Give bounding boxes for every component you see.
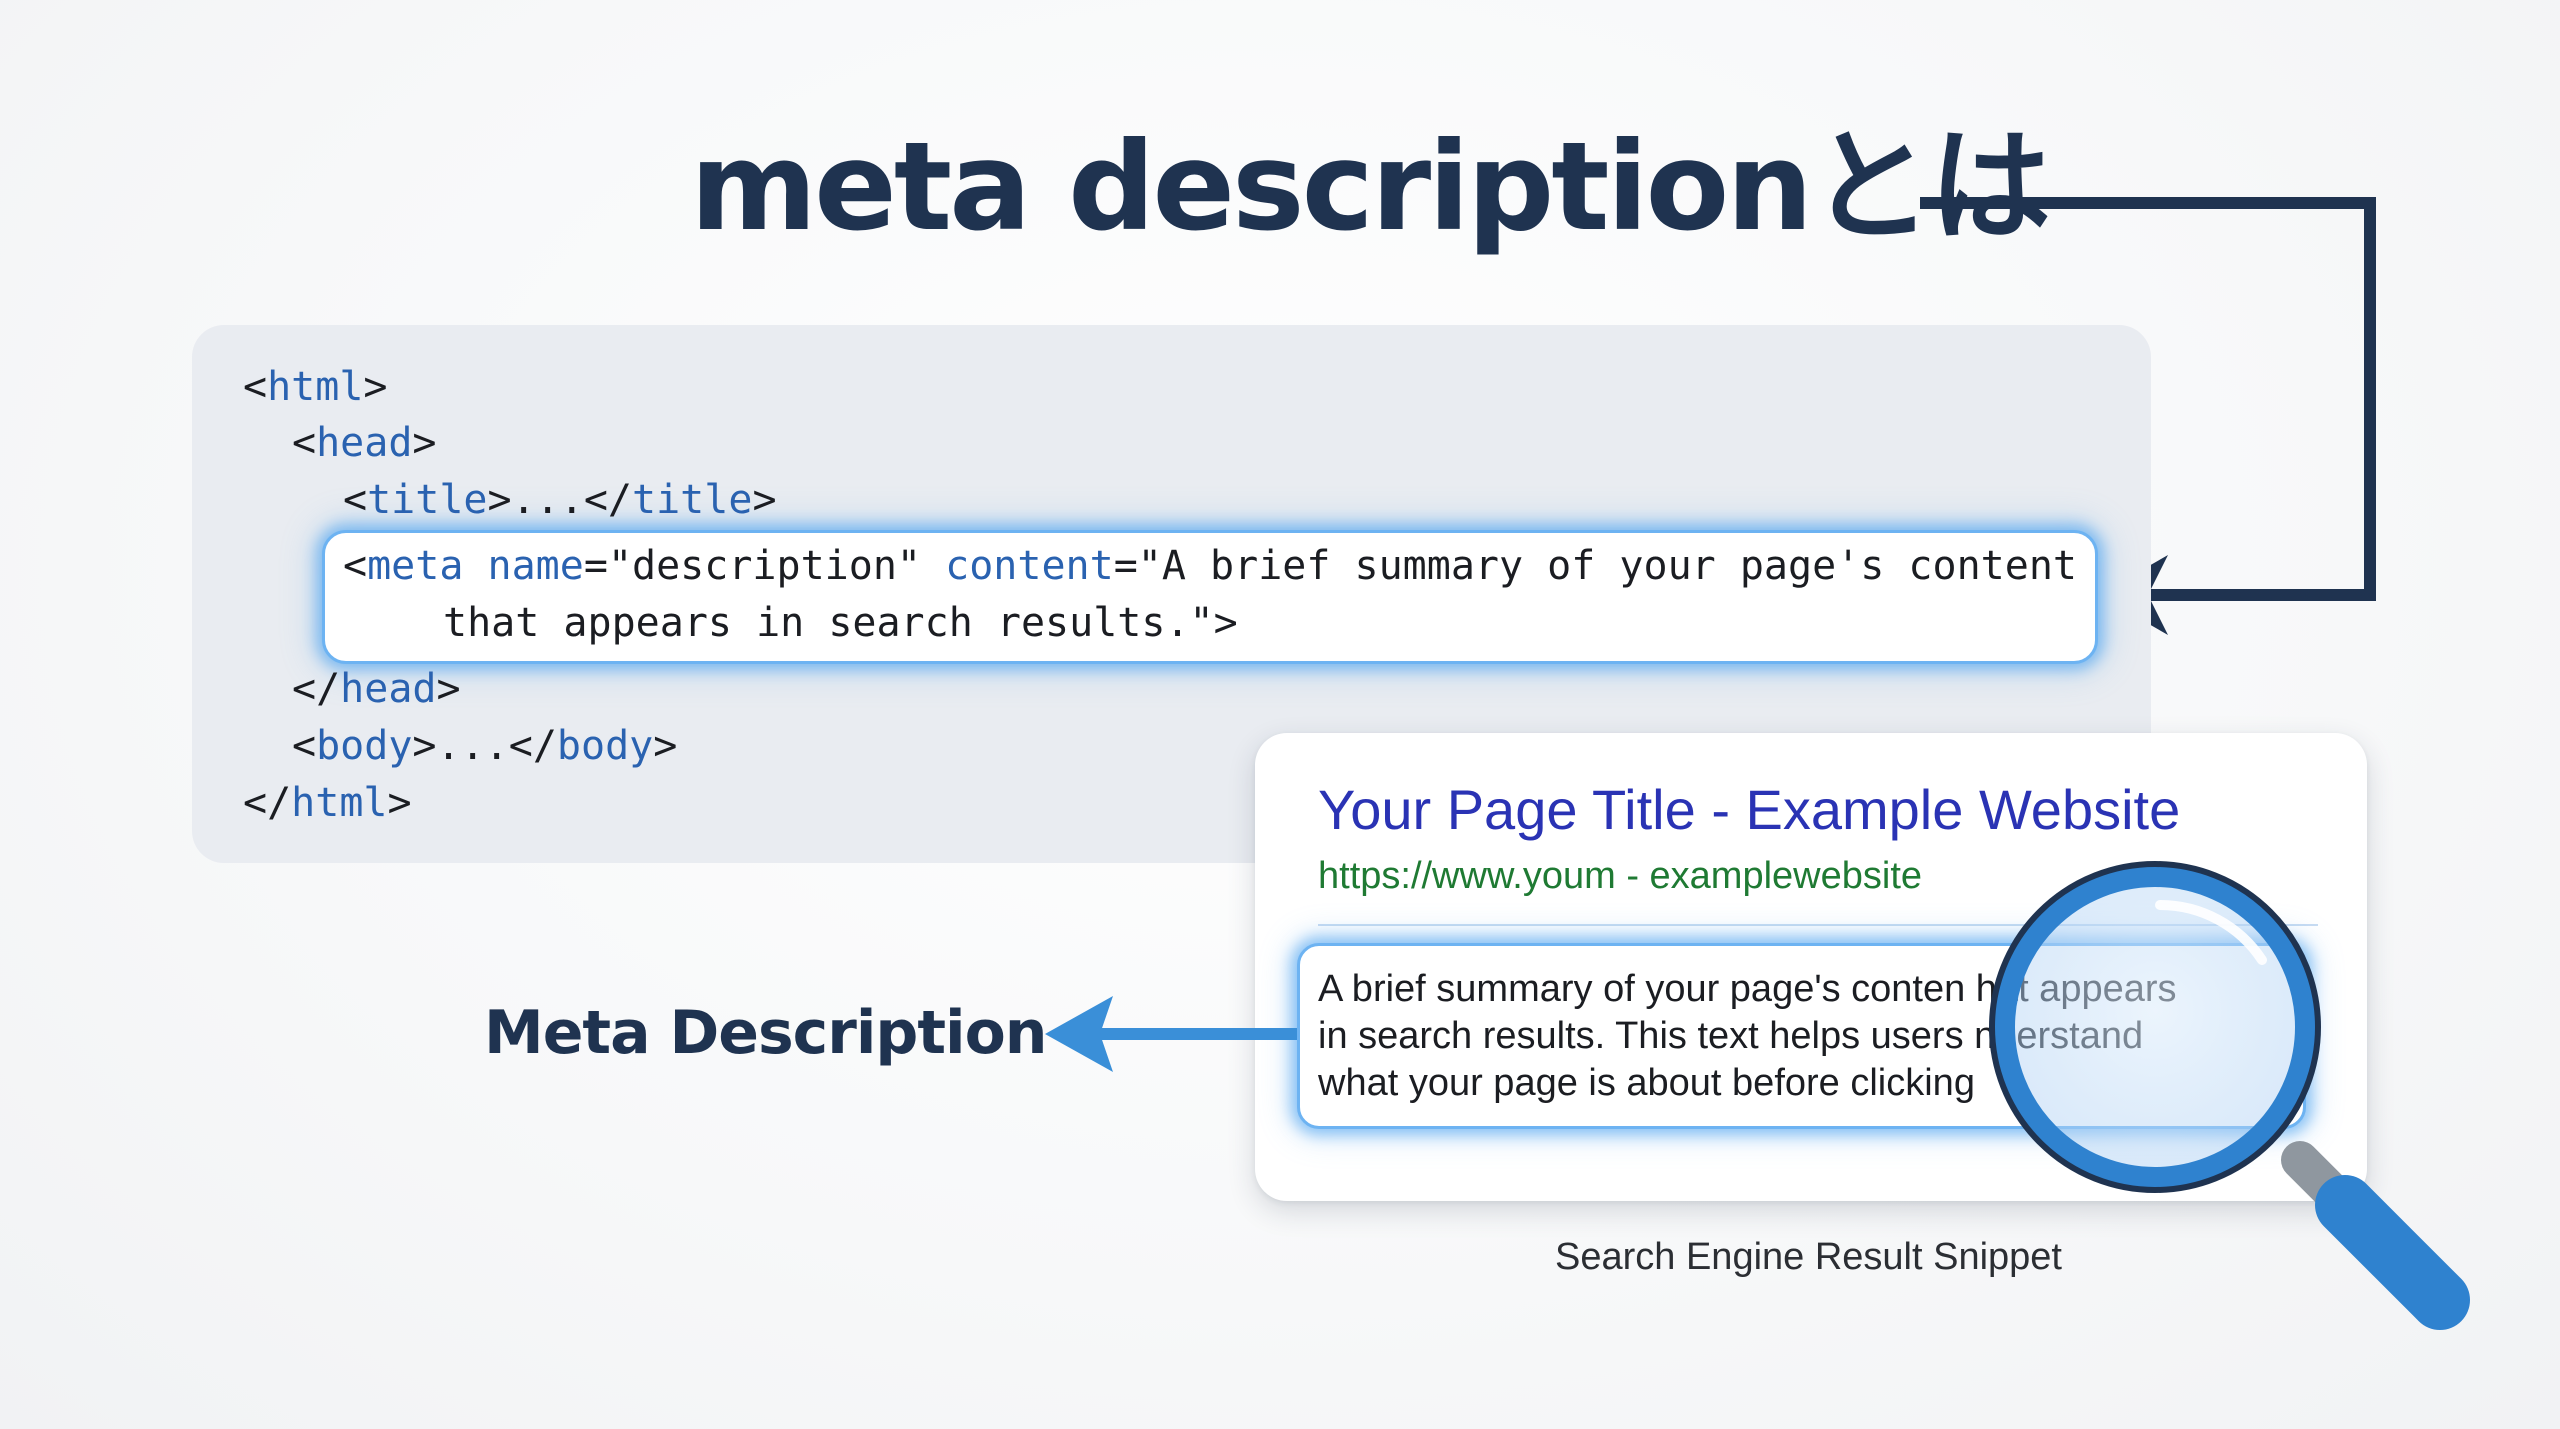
code-tag-meta: meta: [367, 543, 464, 589]
serp-title-link[interactable]: Your Page Title - Example Website: [1318, 778, 2181, 841]
code-line-head-close: </head>: [292, 666, 461, 712]
code-value-description: "description": [607, 543, 922, 589]
code-line-meta-cont: that appears in search results.">: [443, 600, 1238, 646]
code-line-title: <title>...</title>: [343, 477, 777, 523]
serp-divider: [1318, 924, 2318, 926]
serp-description-line-3: what your page is about before clicking: [1318, 1062, 1975, 1104]
code-line-head-open: <head>: [292, 420, 437, 466]
code-tag-title-open: title: [367, 477, 488, 523]
code-line-meta: <meta name="description" content="A brie…: [343, 543, 2077, 589]
code-line-body: <body>...</body>: [292, 723, 678, 769]
code-attr-content: content: [945, 543, 1114, 589]
code-tag-head-close: head: [340, 666, 437, 712]
code-attr-name: name: [487, 543, 584, 589]
serp-caption: Search Engine Result Snippet: [1555, 1236, 2062, 1278]
code-tag-body-close: body: [556, 723, 654, 769]
meta-description-label: Meta Description: [484, 998, 1048, 1068]
code-value-content-1: "A brief summary of your page's content: [1137, 543, 2077, 589]
code-tag-title-close: title: [632, 477, 753, 523]
code-tag-body-open: body: [316, 723, 413, 769]
serp-url[interactable]: https://www.youm - examplewebsite: [1318, 855, 1923, 897]
meta-tag-highlight: [322, 530, 2098, 664]
code-tag-head: head: [316, 420, 413, 466]
code-tag-html: html: [267, 364, 364, 410]
code-tag-html-close: html: [291, 780, 388, 826]
code-line-html-open: <html>: [243, 364, 388, 410]
code-line-html-close: </html>: [243, 780, 412, 826]
page-title: meta descriptionとは: [690, 116, 2051, 258]
